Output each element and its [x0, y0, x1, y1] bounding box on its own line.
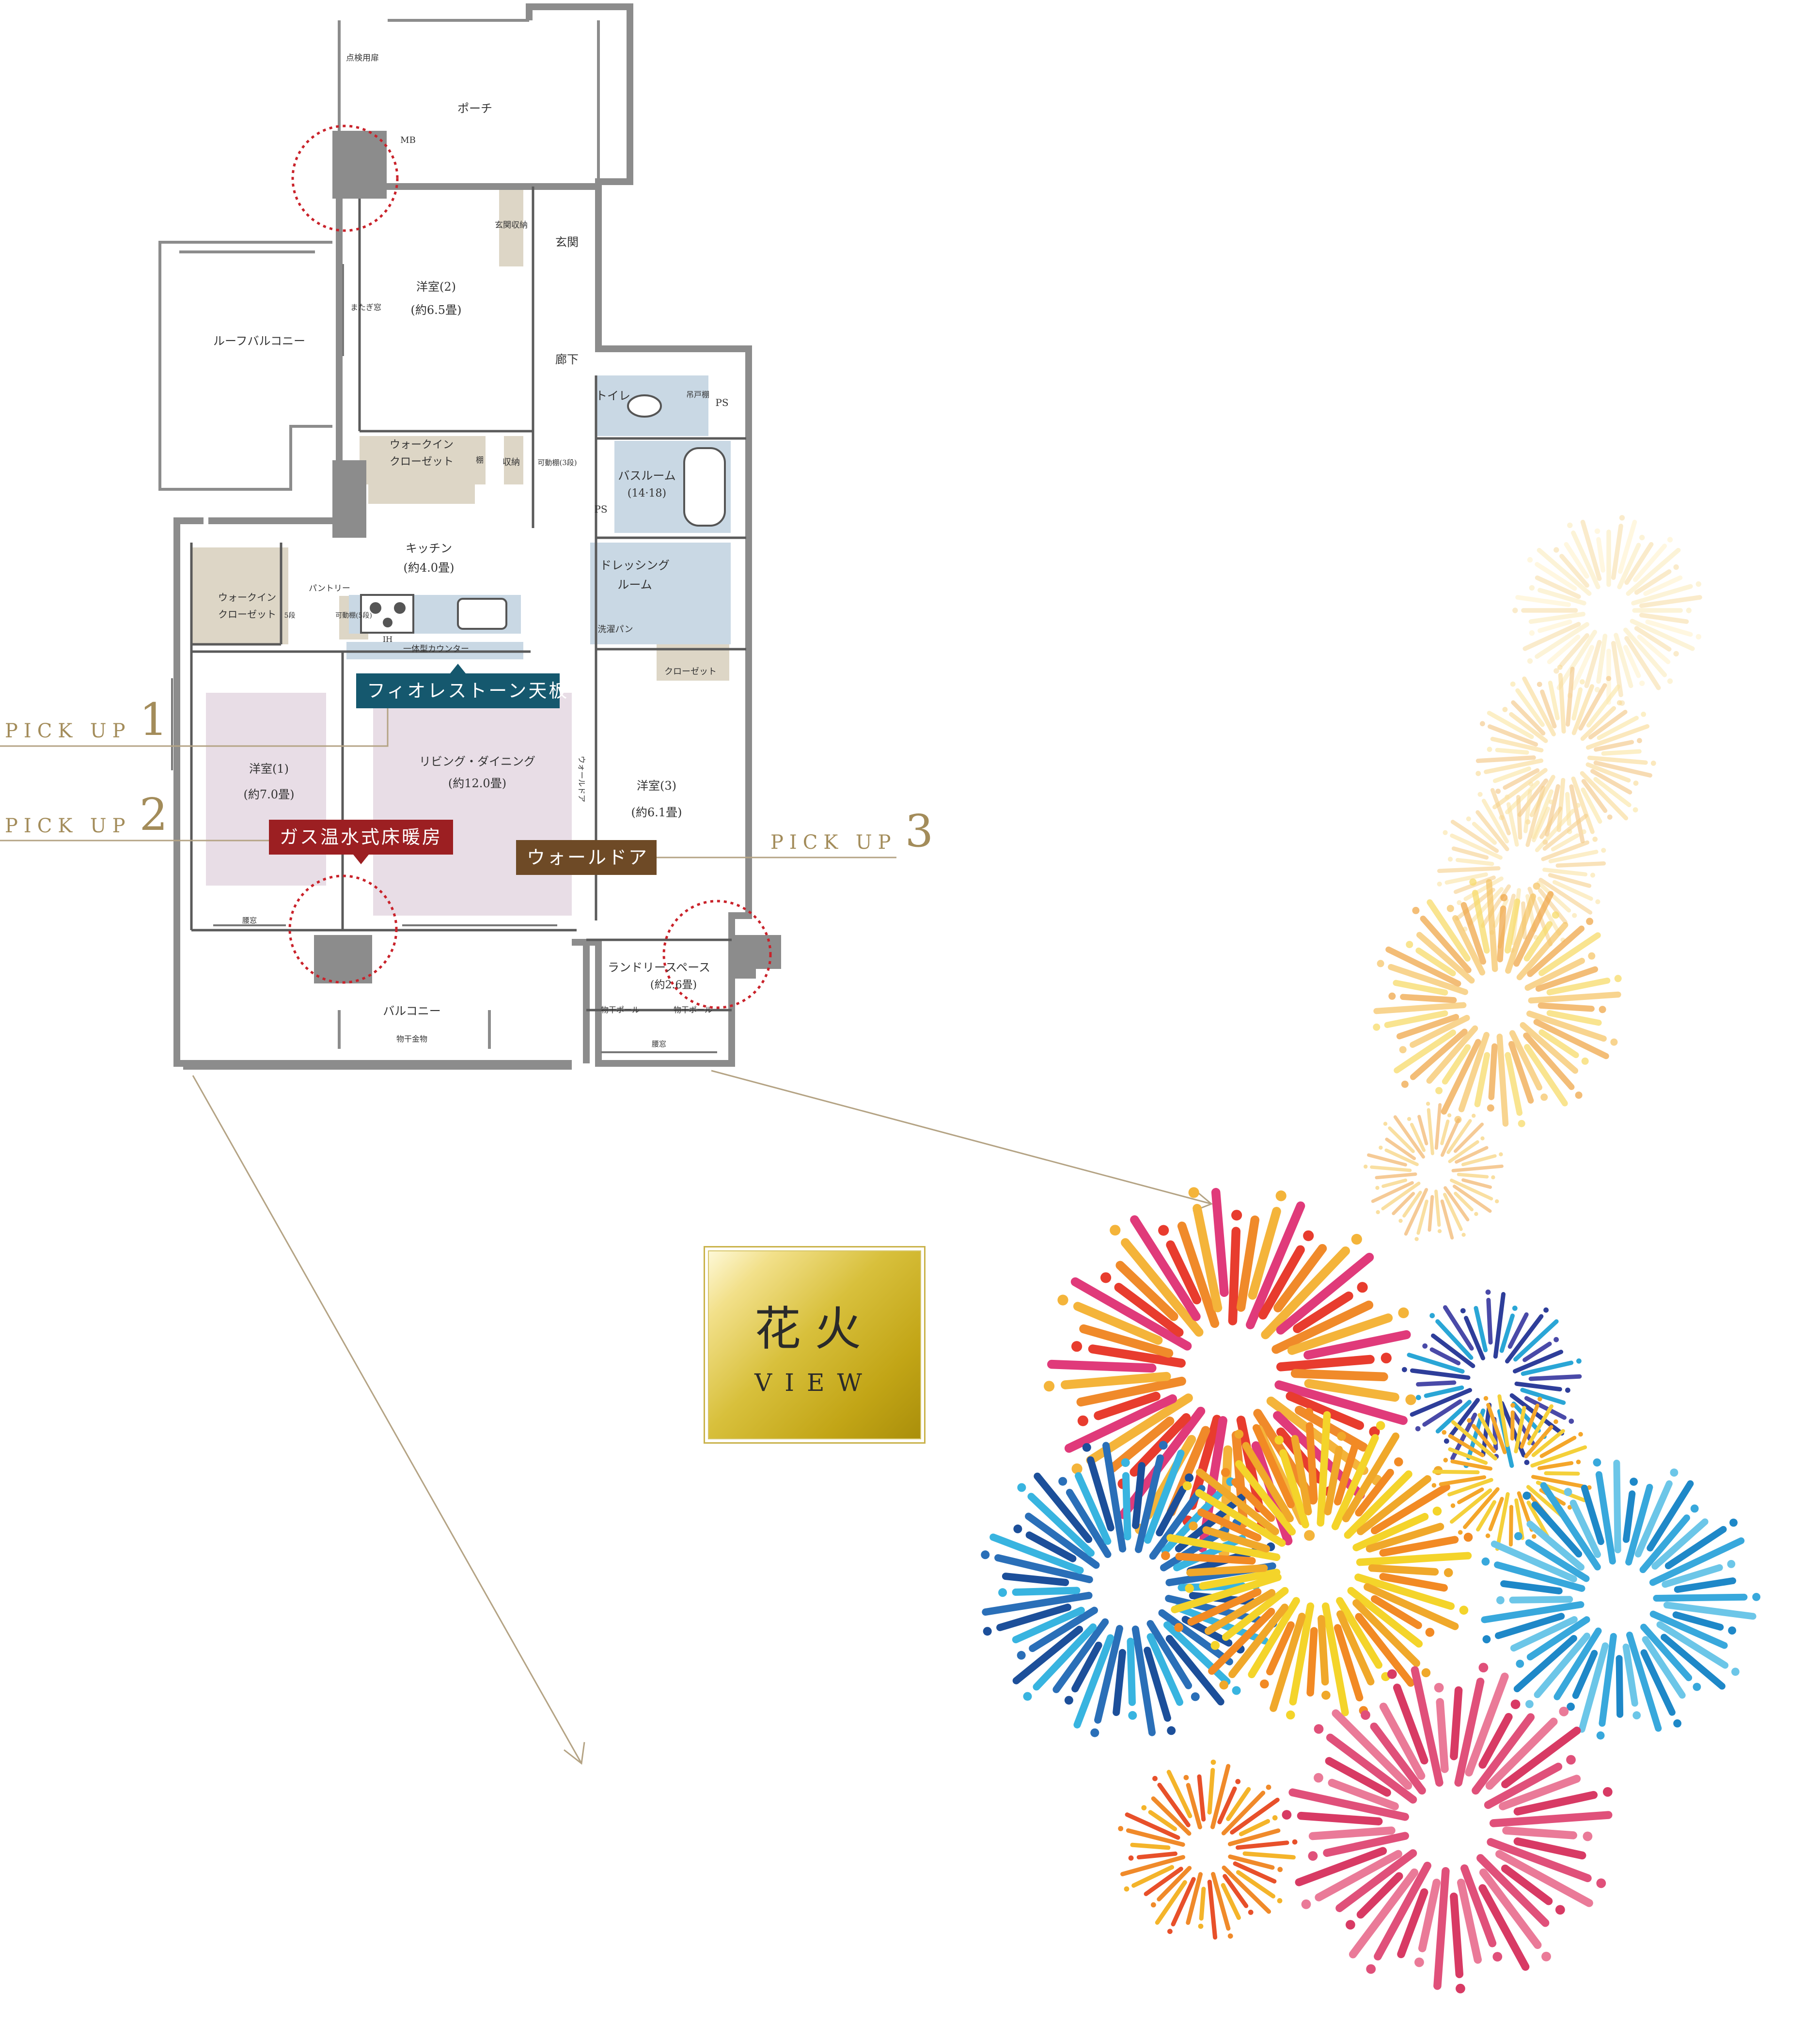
label-bath-size: (14·18): [628, 487, 666, 499]
tag-fiore-stone: フィオレストーン天板: [356, 664, 567, 708]
label-western2-size: (約6.5畳): [411, 303, 462, 317]
label-corridor: 廊下: [555, 353, 579, 366]
tag-gas-floor-heating: ガス温水式床暖房: [269, 820, 453, 864]
label-counter: 一体型カウンター: [403, 644, 469, 654]
label-shelf-5: 5段: [284, 612, 296, 620]
label-bath-name: バスルーム: [618, 469, 675, 483]
label-ps2: PS: [594, 503, 607, 515]
highlight-living: [373, 693, 572, 916]
leader-lines: [0, 688, 1213, 1765]
balcony-outline: [183, 1010, 572, 1070]
roof-balcony-outline: [158, 241, 332, 491]
label-living-name: リビング・ダイニング: [419, 755, 535, 768]
wall-blocks: [314, 131, 781, 983]
label-wic1-1: ウォークイン: [390, 439, 454, 451]
label-western2-name: 洋室(2): [416, 280, 456, 294]
label-dressing-1: ドレッシング: [600, 559, 670, 572]
label-western3-name: 洋室(3): [637, 779, 676, 793]
label-wall-door-vertical: ウォールドア: [577, 756, 586, 802]
badge-title: 花火: [754, 1302, 875, 1356]
window-marks: [171, 264, 717, 1053]
label-genkan-storage: 玄関収納: [495, 220, 528, 230]
label-living-size: (約12.0畳): [448, 777, 506, 790]
label-drying-pole-1: 物干ポール: [601, 1005, 640, 1014]
porch-outline: [338, 19, 600, 187]
label-western3-size: (約6.1畳): [631, 806, 682, 819]
toilet-bowl: [627, 394, 662, 418]
label-inspection-door: 点検用扉: [346, 53, 379, 63]
storage-wic1: [360, 436, 486, 484]
badge-subtitle: VIEW: [754, 1369, 875, 1397]
dressing-area: [590, 543, 731, 644]
pickup-text-3: PICK UP: [770, 831, 897, 854]
sink: [457, 598, 507, 630]
label-mataguimado: またぎ窓: [350, 303, 381, 312]
pickup-text-2: PICK UP: [5, 815, 131, 837]
pickup-num-1: 1: [139, 694, 174, 746]
label-stove: IH: [383, 635, 392, 644]
label-genkan: 玄関: [555, 235, 579, 249]
label-laundry-name: ランドリースペース: [608, 961, 710, 974]
label-mb: MB: [400, 135, 416, 145]
label-movable-shelf-3: 可動棚(3段): [537, 458, 577, 467]
storage-wic2: [191, 547, 288, 644]
pickup-num-3: 3: [905, 805, 940, 857]
label-wic2-2: クローゼット: [218, 608, 276, 620]
view-badge: 花火 VIEW: [704, 1246, 926, 1444]
bathtub: [683, 447, 726, 527]
pickup-label-3: PICK UP 3: [770, 809, 939, 854]
label-kitchen-size: (約4.0畳): [404, 561, 455, 575]
inner-walls: [190, 187, 746, 1012]
label-ps1: PS: [715, 397, 728, 408]
storage-wic1-lower: [368, 484, 475, 504]
label-porch: ポーチ: [457, 102, 492, 115]
label-dressing-2: ルーム: [617, 578, 652, 592]
storage-genkan: [499, 187, 523, 266]
label-wic1-2: クローゼット: [390, 456, 454, 468]
label-window-2: 腰窓: [652, 1040, 666, 1048]
tag-wall-door: ウォールドア: [516, 840, 657, 875]
label-kitchen-name: キッチン: [406, 542, 452, 555]
label-shelf1: 棚: [476, 455, 484, 465]
label-western1-size: (約7.0畳): [244, 788, 295, 801]
label-toilet-shelf: 吊戸棚: [686, 390, 709, 399]
label-storage: 収納: [502, 457, 520, 468]
label-laundry-size: (約2.6畳): [650, 979, 697, 991]
label-balcony: バルコニー: [383, 1004, 441, 1018]
stove: [360, 594, 414, 634]
pickup-label-1: PICK UP 1: [5, 698, 173, 743]
label-drying-pole-2: 物干ポール: [674, 1005, 712, 1014]
label-closet: クローゼット: [664, 667, 717, 677]
label-wic2-1: ウォークイン: [218, 592, 276, 603]
label-pantry: パントリー: [309, 584, 350, 593]
label-toilet: トイレ: [596, 389, 630, 403]
pickup-label-2: PICK UP 2: [5, 793, 173, 838]
view-circles: [288, 125, 772, 1009]
pickup-num-2: 2: [139, 789, 174, 841]
label-movable-shelf-5: 可動棚(5段): [335, 612, 372, 620]
label-roof-balcony: ルーフバルコニー: [213, 334, 305, 348]
label-window-1: 腰窓: [242, 916, 257, 925]
label-western1-name: 洋室(1): [249, 762, 289, 776]
label-wash-pan: 洗濯パン: [598, 624, 633, 635]
pickup-text-1: PICK UP: [5, 720, 131, 742]
label-drying-hardware: 物干金物: [396, 1034, 427, 1044]
storage-shelf-small: [504, 436, 523, 484]
